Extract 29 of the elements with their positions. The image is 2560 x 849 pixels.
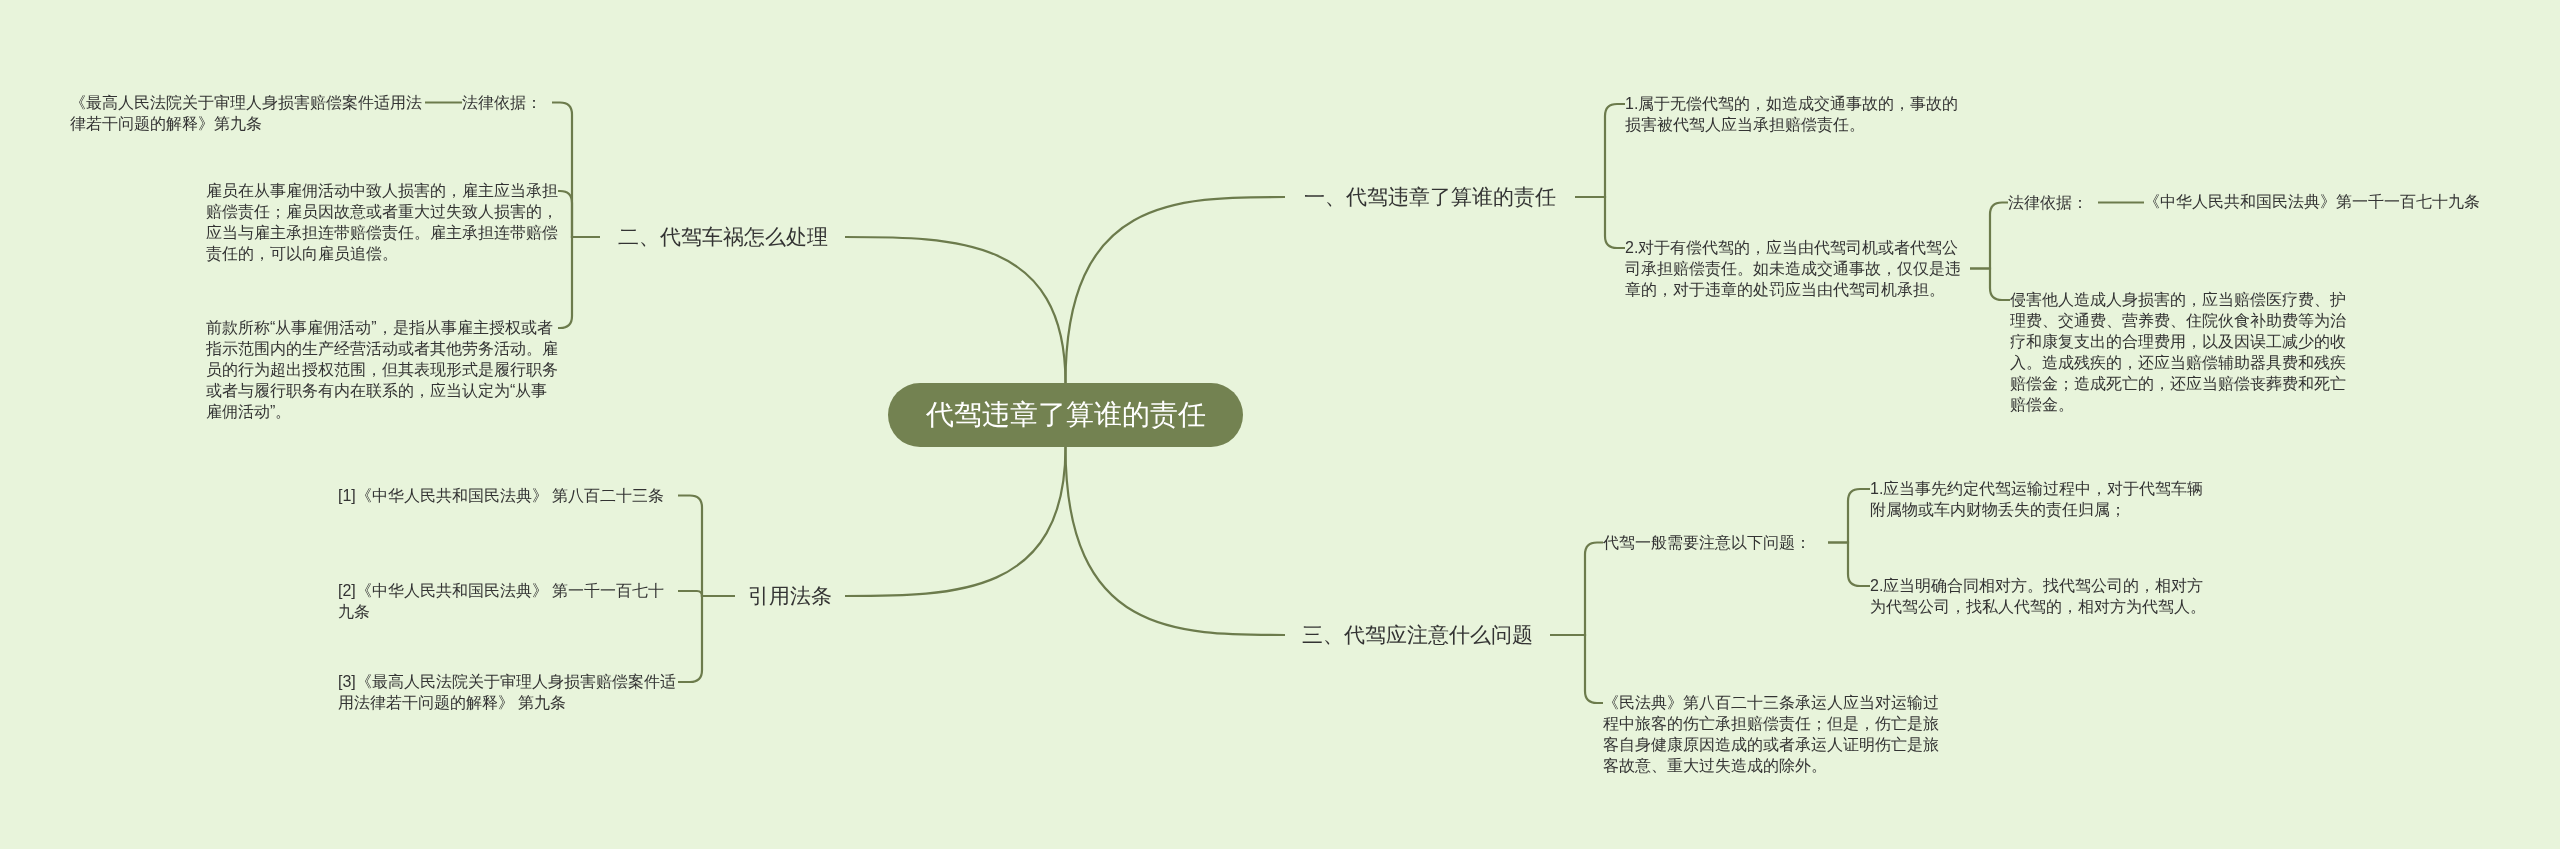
connector-line — [1828, 541, 1870, 588]
leaf-text: [3]《最高人民法院关于审理人身损害赔偿案件适用法律若干问题的解释》 第九条 — [338, 671, 678, 713]
leaf-text: 1.属于无偿代驾的，如造成交通事故的，事故的损害被代驾人应当承担赔偿责任。 — [1625, 93, 1970, 135]
connector-line — [1970, 267, 2010, 302]
branch-topic: 三、代驾应注意什么问题 — [1285, 618, 1550, 652]
connector-line — [845, 235, 1067, 384]
central-topic: 代驾违章了算谁的责任 — [888, 383, 1243, 447]
leaf-text: [2]《中华人民共和国民法典》 第一千一百七十九条 — [338, 580, 678, 622]
connector-line — [425, 101, 462, 104]
leaf-text: 1.应当事先约定代驾运输过程中，对于代驾车辆附属物或车内财物丢失的责任归属； — [1870, 478, 2215, 520]
leaf-text: 《中华人民共和国民法典》第一千一百七十九条 — [2144, 191, 2494, 212]
branch-topic: 一、代驾违章了算谁的责任 — [1285, 180, 1575, 214]
leaf-text: [1]《中华人民共和国民法典》 第八百二十三条 — [338, 485, 678, 506]
leaf-text: 法律依据： — [462, 92, 552, 113]
leaf-text: 雇员在从事雇佣活动中致人损害的，雇主应当承担赔偿责任；雇员因故意或者重大过失致人损害的，应当与雇主承担连带赔偿责任。雇主承担连带赔偿责任的，可以向雇员追偿。 — [206, 180, 558, 264]
branch-topic: 引用法条 — [735, 579, 845, 613]
leaf-text: 《最高人民法院关于审理人身损害赔偿案件适用法律若干问题的解释》第九条 — [70, 92, 425, 134]
connector-line — [2098, 201, 2144, 204]
connector-line — [1064, 446, 1285, 637]
branch-topic: 二、代驾车祸怎么处理 — [600, 220, 845, 254]
connector-line — [1575, 195, 1625, 250]
leaf-text: 2.应当明确合同相对方。找代驾公司的，相对方为代驾公司，找私人代驾的，相对方为代驾人。 — [1870, 575, 2215, 617]
connector-line — [558, 235, 600, 330]
leaf-text: 法律依据： — [2008, 192, 2098, 213]
leaf-text: 侵害他人造成人身损害的，应当赔偿医疗费、护理费、交通费、营养费、住院伙食补助费等为治疗和康复支出的合理费用，以及因误工减少的收入。造成残疾的，还应当赔偿辅助器具费和残疾赔偿金；造成死亡的，还应当赔偿丧葬费和死亡赔偿金。 — [2010, 289, 2360, 415]
leaf-text: 《民法典》第八百二十三条承运人应当对运输过程中旅客的伤亡承担赔偿责任；但是，伤亡是旅客自身健康原因造成的或者承运人证明伤亡是旅客故意、重大过失造成的除外。 — [1603, 692, 1953, 776]
leaf-text: 代驾一般需要注意以下问题： — [1603, 532, 1828, 553]
leaf-text: 前款所称“从事雇佣活动”，是指从事雇主授权或者指示范围内的生产经营活动或者其他劳务活动。雇员的行为超出授权范围，但其表现形式是履行职务或者与履行职务有内在联系的，应当认定为“从事雇佣活动”。 — [206, 317, 558, 422]
leaf-text: 2.对于有偿代驾的，应当由代驾司机或者代驾公司承担赔偿责任。如未造成交通事故，仅仅是违章的，对于违章的处罚应当由代驾司机承担。 — [1625, 237, 1970, 300]
